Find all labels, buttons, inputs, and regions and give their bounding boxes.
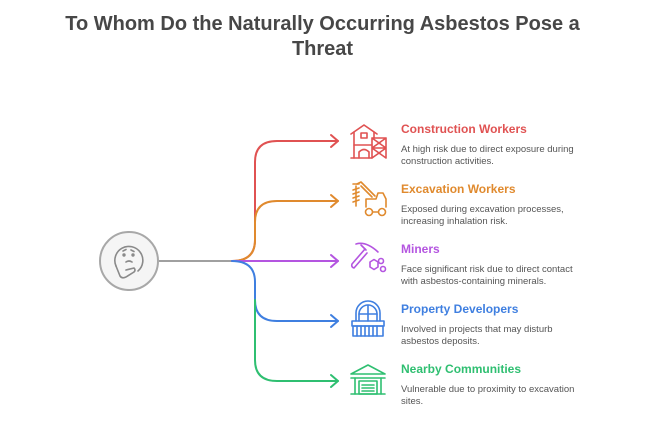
connector-property-developers [231,260,339,322]
description-line: Vulnerable due to proximity to excavatio… [401,384,575,395]
description-line: At high risk due to direct exposure duri… [401,144,574,155]
description-line: Face significant risk due to direct cont… [401,264,573,275]
description-line: with asbestos-containing minerals. [401,276,547,287]
item-heading: Construction Workers [401,122,527,136]
item-heading: Property Developers [401,302,519,316]
title-line-1: To Whom Do the Naturally Occurring Asbes… [65,13,580,35]
diagram-title: To Whom Do the Naturally Occurring Asbes… [0,12,645,62]
list-item-nearby-communities: Nearby Communities Vulnerable due to pro… [401,362,621,408]
item-heading: Miners [401,242,440,256]
item-description: Exposed during excavation processes, inc… [401,204,621,228]
connector-excavation-workers [231,200,339,262]
description-line: increasing inhalation risk. [401,216,508,227]
balcony-window-icon [351,300,385,337]
arrowhead-construction-workers [330,134,339,148]
item-heading: Excavation Workers [401,182,516,196]
list-item-miners: Miners Face significant risk due to dire… [401,242,621,288]
item-description: Face significant risk due to direct cont… [401,264,621,288]
arrowhead-excavation-workers [330,194,339,208]
item-description: Involved in projects that may disturb as… [401,324,621,348]
item-description: Vulnerable due to proximity to excavatio… [401,384,621,408]
garage-house-icon [350,364,386,395]
arrowhead-nearby-communities [330,374,339,388]
arrowhead-miners [330,254,339,268]
hub-node [99,231,159,291]
arrowhead-property-developers [330,314,339,328]
description-line: Involved in projects that may disturb [401,324,553,335]
list-item-excavation-workers: Excavation Workers Exposed during excava… [401,182,621,228]
list-item-property-developers: Property Developers Involved in projects… [401,302,621,348]
title-line-2: Threat [291,38,354,60]
list-item-construction-workers: Construction Workers At high risk due to… [401,122,621,168]
thinking-face-icon [114,245,144,279]
item-description: At high risk due to direct exposure duri… [401,144,621,168]
description-line: construction activities. [401,156,494,167]
item-heading: Nearby Communities [401,362,522,376]
connector-nearby-communities [254,299,339,382]
description-line: asbestos deposits. [401,336,480,347]
description-line: sites. [401,396,424,407]
pickaxe-minerals-icon [350,242,387,273]
excavator-drill-icon [352,181,387,217]
description-line: Exposed during excavation processes, [401,204,564,215]
construction-building-icon [350,124,387,159]
